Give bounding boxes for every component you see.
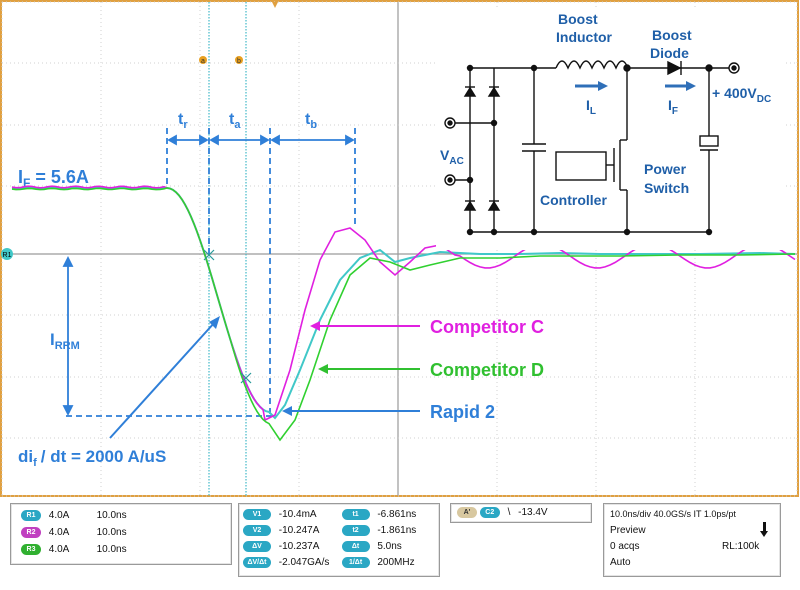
- cursor-chip-v1[interactable]: V1: [243, 509, 271, 520]
- record-position-icon: [763, 522, 766, 533]
- cursor-a-marker[interactable]: [199, 56, 207, 64]
- timing-arrows: [62, 134, 355, 417]
- cursor-chip-t2[interactable]: t2: [341, 525, 370, 536]
- cursor-row: V1 -10.4mA t1 -6.861ns: [243, 508, 416, 521]
- cursor-chip-dvdt[interactable]: ΔV/Δt: [243, 557, 271, 568]
- cursor-value: -6.861ns: [377, 509, 417, 520]
- trigger-position-marker[interactable]: [272, 2, 278, 8]
- boost-inductor-label-1: Boost: [558, 11, 598, 27]
- preview-label: Preview: [610, 525, 646, 536]
- timebase-panel[interactable]: 10.0ns/div 40.0GS/s IT 1.0ps/pt Preview …: [603, 503, 781, 577]
- rapid2-arrowhead: [282, 406, 292, 416]
- record-position-arrow: [760, 531, 768, 537]
- r1-ground-marker[interactable]: [1, 248, 13, 260]
- status-bar: R1 4.0A 10.0ns R2 4.0A 10.0ns R3 4.0A 10…: [0, 498, 800, 590]
- channel-chip-r2[interactable]: R2: [21, 527, 41, 538]
- didt-arrowhead: [209, 316, 220, 329]
- boost-inductor-label-2: Inductor: [556, 29, 613, 45]
- cursor-value: 5.0ns: [377, 541, 402, 552]
- waveform-competitor-d: [11, 187, 796, 442]
- trigger-mode-auto: Auto: [610, 557, 631, 568]
- cursor-row: V2 -10.247A t2 -1.861ns: [243, 524, 416, 537]
- channel-row-r3[interactable]: R3 4.0A 10.0ns: [21, 543, 127, 556]
- channel-chip-r3[interactable]: R3: [21, 544, 41, 555]
- trigger-panel[interactable]: A' C2 \ -13.4V: [450, 503, 592, 523]
- if-arrowhead: [686, 81, 696, 91]
- record-length: RL:100k: [722, 541, 760, 552]
- timebase-settings: 10.0ns/div 40.0GS/s IT 1.0ps/pt: [610, 509, 736, 519]
- cursor-chip-dt[interactable]: Δt: [341, 541, 370, 552]
- cursor-chip-t1[interactable]: t1: [341, 509, 370, 520]
- graticule: [1, 1, 798, 497]
- cursor-value: -10.4mA: [278, 509, 317, 520]
- didt-arrow: [109, 321, 216, 439]
- channel-chip-r1[interactable]: R1: [21, 510, 41, 521]
- inductor-symbol: [555, 60, 629, 70]
- vac-label: VAC: [440, 147, 464, 167]
- cursor-row: ΔV -10.237A Δt 5.0ns: [243, 540, 402, 553]
- trigger-slope-icon: \: [507, 507, 511, 518]
- channel-scale-panel[interactable]: R1 4.0A 10.0ns R2 4.0A 10.0ns R3 4.0A 10…: [10, 503, 232, 565]
- switch-label: Switch: [644, 180, 689, 196]
- controller-label: Controller: [540, 192, 607, 208]
- acquisition-count: 0 acqs: [610, 541, 640, 552]
- channel-scale: 4.0A: [48, 527, 70, 538]
- cursor-value: 200MHz: [377, 557, 415, 568]
- cursor-intersections: [203, 249, 252, 384]
- trigger-row: A' C2 \ -13.4V: [457, 506, 548, 519]
- cursor-value: -10.237A: [278, 541, 320, 552]
- cursor-value: -2.047GA/s: [278, 557, 330, 568]
- channel-time: 10.0ns: [96, 527, 127, 538]
- if-label: IF = 5.6A: [18, 167, 89, 190]
- trigger-source-chip[interactable]: C2: [479, 507, 500, 518]
- cursor-chip-inv-dt[interactable]: 1/Δt: [341, 557, 370, 568]
- competitor-c-label: Competitor C: [430, 317, 544, 337]
- r1-ground-label: R1: [3, 252, 12, 259]
- didt-label: dif/ dt = 2000 A/uS: [18, 447, 166, 469]
- il-arrowhead: [598, 81, 608, 91]
- power-label: Power: [644, 161, 687, 177]
- tb-label: tb: [305, 111, 317, 131]
- vdc-label: + 400VDC: [712, 85, 771, 105]
- timing-guides: [66, 128, 356, 418]
- tr-label: tr: [178, 111, 188, 131]
- cursor-b-marker[interactable]: [235, 56, 243, 64]
- irrm-label: IRRM: [50, 330, 80, 352]
- cursor-value: -10.247A: [278, 525, 320, 536]
- channel-scale: 4.0A: [48, 510, 70, 521]
- if-circuit-label: IF: [668, 97, 678, 117]
- channel-time: 10.0ns: [96, 544, 127, 555]
- trigger-mode[interactable]: A': [457, 507, 477, 518]
- cursor-b-label: b: [237, 58, 241, 65]
- boost-circuit-diagram: [436, 10, 786, 250]
- cursor-chip-dv[interactable]: ΔV: [243, 541, 271, 552]
- boost-diode-label-1: Boost: [652, 27, 692, 43]
- oscilloscope-display: a b tr ta tb IF = 5.6A IRRM dif/ dt = 20…: [0, 0, 799, 497]
- competitor-d-label: Competitor D: [430, 360, 544, 380]
- channel-scale: 4.0A: [48, 544, 70, 555]
- cursor-chip-v2[interactable]: V2: [243, 525, 271, 536]
- ta-label: ta: [229, 111, 241, 131]
- channel-row-r2[interactable]: R2 4.0A 10.0ns: [21, 526, 127, 539]
- cursor-a-label: a: [201, 58, 205, 65]
- cursor-readout-panel[interactable]: V1 -10.4mA t1 -6.861ns V2 -10.247A t2 -1…: [238, 503, 440, 577]
- trigger-level: -13.4V: [518, 507, 548, 518]
- il-label: IL: [586, 97, 596, 117]
- channel-row-r1[interactable]: R1 4.0A 10.0ns: [21, 509, 127, 522]
- channel-time: 10.0ns: [96, 510, 127, 521]
- cursor-row: ΔV/Δt -2.047GA/s 1/Δt 200MHz: [243, 556, 415, 569]
- competitor-c-arrowhead: [310, 321, 320, 331]
- boost-diode-label-2: Diode: [650, 45, 689, 61]
- cursor-value: -1.861ns: [377, 525, 417, 536]
- rapid2-label: Rapid 2: [430, 402, 495, 422]
- competitor-d-arrowhead: [318, 364, 328, 374]
